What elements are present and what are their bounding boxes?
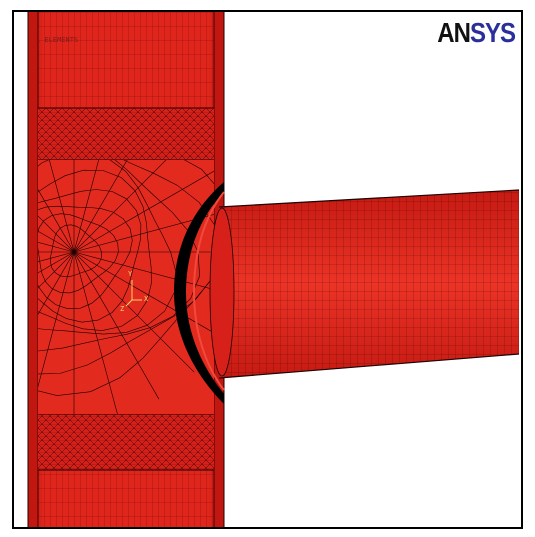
triad-x-label: X xyxy=(144,295,149,303)
mesh-spoke xyxy=(38,251,75,262)
mesh-spoke xyxy=(73,160,99,253)
mesh-spoke xyxy=(38,242,75,253)
coordinate-triad xyxy=(125,280,142,307)
triad-z-label: Z xyxy=(120,305,125,313)
mesh-loop xyxy=(38,160,214,396)
mesh-spoke xyxy=(38,251,75,274)
mesh-loop xyxy=(38,160,200,352)
mesh-spoke xyxy=(73,160,167,253)
mesh-spoke xyxy=(73,160,128,253)
mesh-loop xyxy=(38,205,133,310)
mesh-spoke xyxy=(73,214,214,253)
mesh-loop xyxy=(38,189,142,323)
mesh-loop xyxy=(38,169,152,331)
logo-part-an: AN xyxy=(437,17,471,49)
mesh-spoke xyxy=(38,230,75,253)
fea-mesh-drawing xyxy=(27,12,520,527)
mesh-spoke xyxy=(38,251,75,289)
brace-pipe xyxy=(209,189,520,379)
mesh-spoke xyxy=(73,170,214,253)
viewport-frame: 1 ELEMENTS Y X Z ANSYS xyxy=(12,10,523,529)
mesh-spoke xyxy=(38,251,75,315)
ansys-logo: ANSYS xyxy=(437,17,516,49)
mesh-spoke xyxy=(73,251,160,400)
mesh-loop xyxy=(38,160,214,375)
mesh-spoke xyxy=(73,251,195,373)
mesh-spoke xyxy=(38,189,75,253)
joint-free-mesh-region xyxy=(38,160,214,414)
mesh-spoke xyxy=(38,251,75,388)
triad-y-label: Y xyxy=(128,270,133,278)
lower-dense-mesh-band xyxy=(38,413,214,471)
mesh-spoke xyxy=(73,251,118,414)
weld-saddle-band xyxy=(174,182,225,404)
mesh-spoke xyxy=(38,215,75,253)
mesh-spoke xyxy=(49,160,75,253)
element-count-label: 1 ELEMENTS xyxy=(36,36,79,44)
logo-part-sys: SYS xyxy=(469,17,516,49)
upper-dense-mesh-band xyxy=(38,107,214,161)
mesh-loop xyxy=(38,160,177,335)
